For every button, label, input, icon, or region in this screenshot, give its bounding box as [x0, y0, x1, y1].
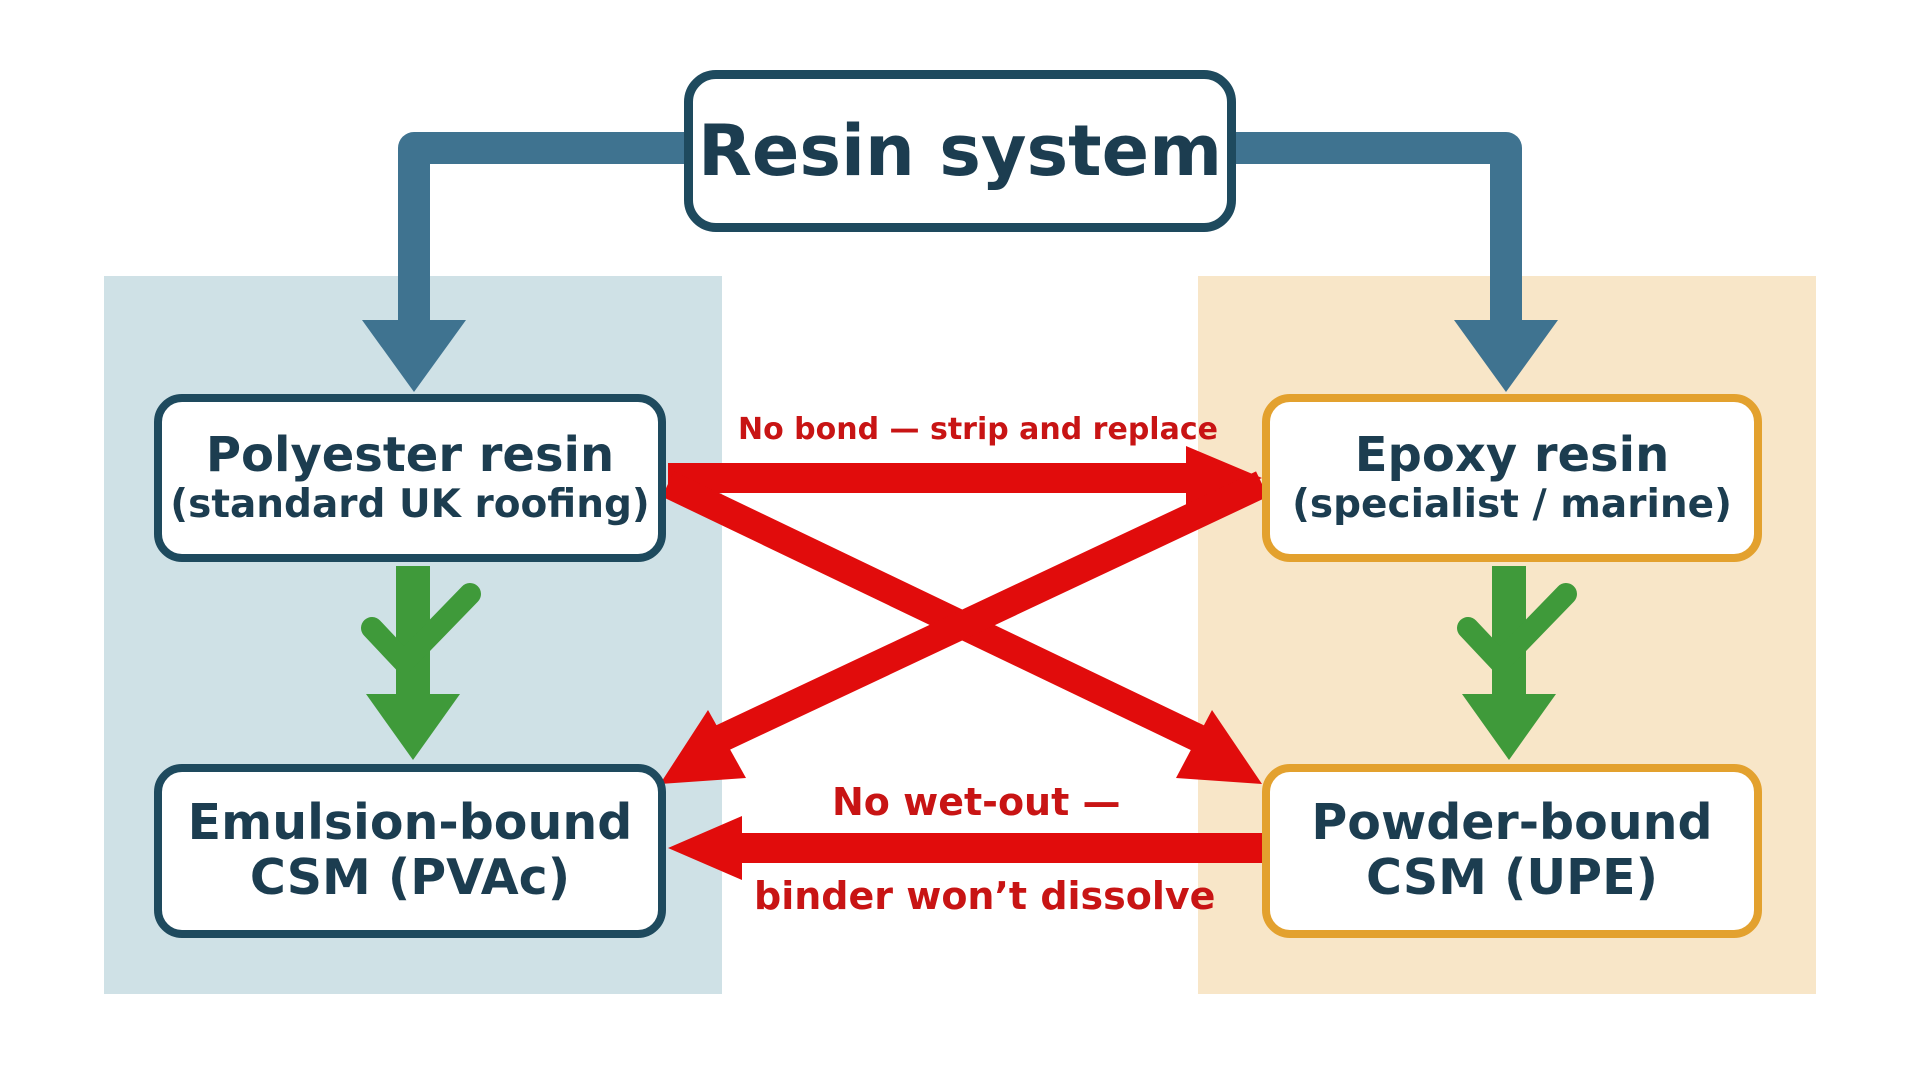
emulsion-bound-csm-node: Emulsion-bound CSM (PVAc)	[154, 764, 666, 938]
epoxy-to-powder-compatible-arrow	[1457, 566, 1577, 760]
powder-to-emulsion-no-wetout-arrow	[668, 816, 1262, 880]
epoxy-node-title: Epoxy resin	[1354, 427, 1670, 484]
check-icon	[1457, 583, 1577, 673]
title-to-polyester-connector	[362, 132, 690, 392]
polyester-to-emulsion-compatible-arrow	[361, 566, 481, 760]
emulsion-node-line1: Emulsion-bound	[187, 794, 633, 852]
emulsion-node-line2: CSM (PVAc)	[249, 849, 571, 906]
polyester-node-title: Polyester resin	[205, 427, 615, 484]
polyester-to-powder-cross-arrow	[661, 471, 1262, 784]
no-wetout-label-line1: No wet-out —	[832, 780, 1121, 824]
powder-node-line2: CSM (UPE)	[1366, 849, 1658, 906]
no-bond-label: No bond — strip and replace	[738, 412, 1218, 447]
epoxy-to-emulsion-cross-arrow	[660, 471, 1268, 784]
title-to-epoxy-connector	[1230, 132, 1558, 392]
epoxy-node-subtitle: (specialist / marine)	[1292, 482, 1732, 528]
powder-node-line1: Powder-bound	[1311, 794, 1713, 852]
epoxy-resin-node: Epoxy resin (specialist / marine)	[1262, 394, 1762, 562]
polyester-resin-node: Polyester resin (standard UK roofing)	[154, 394, 666, 562]
diagram-title: Resin system	[697, 109, 1223, 192]
resin-system-title-box: Resin system	[684, 70, 1236, 232]
powder-bound-csm-node: Powder-bound CSM (UPE)	[1262, 764, 1762, 938]
polyester-to-epoxy-no-bond-arrow	[668, 446, 1262, 510]
polyester-node-subtitle: (standard UK roofing)	[170, 482, 650, 528]
no-wetout-label-line2: binder won’t dissolve	[754, 874, 1216, 918]
check-icon	[361, 583, 481, 673]
